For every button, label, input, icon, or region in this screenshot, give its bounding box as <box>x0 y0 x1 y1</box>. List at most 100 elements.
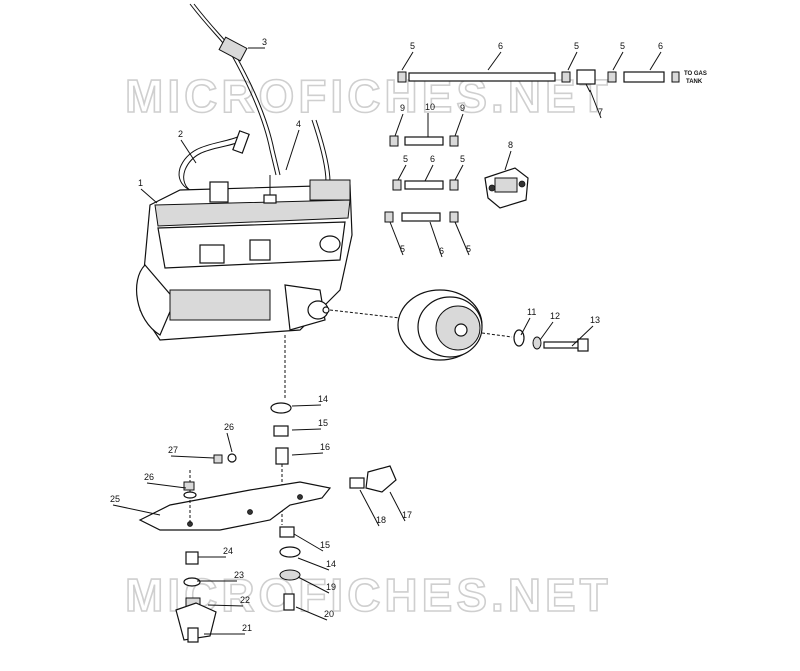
leader-line-c9a <box>394 113 404 137</box>
leader-line-c1 <box>140 188 158 204</box>
callout-c5b: 5 <box>574 41 579 51</box>
callout-c16: 16 <box>320 442 330 452</box>
callout-c26a: 26 <box>224 422 234 432</box>
leader-line-c6b <box>649 51 662 71</box>
callout-c10: 10 <box>425 102 435 112</box>
leader-line-c5c <box>612 51 624 71</box>
leader-line-c26b <box>146 482 187 489</box>
lock-washer <box>532 336 542 350</box>
leader-line-c15a <box>291 428 322 431</box>
leader-line-c20 <box>295 606 328 621</box>
leader-line-c9b <box>454 113 464 137</box>
leader-line-c25 <box>112 504 161 516</box>
engine-mount-stack <box>270 335 301 611</box>
clamp <box>384 211 394 223</box>
leader-line-c5a <box>401 51 414 71</box>
callout-c9b: 9 <box>460 103 465 113</box>
leader-line-c26a <box>226 432 233 453</box>
callout-c19: 19 <box>326 582 336 592</box>
fuel-line-assembly: TO GAS TANK <box>397 69 707 93</box>
leader-line-c15b <box>293 533 324 552</box>
callout-c5d: 5 <box>403 154 408 164</box>
mounting-plate <box>138 481 332 531</box>
callout-c6c: 6 <box>430 154 435 164</box>
callout-c5f: 5 <box>400 244 405 254</box>
callout-c6d: 6 <box>439 246 444 256</box>
clamp <box>449 179 459 191</box>
crankshaft-end <box>284 284 401 331</box>
leader-line-c8 <box>504 150 512 171</box>
leader-line-c7 <box>589 89 602 119</box>
callout-c1: 1 <box>138 178 143 188</box>
to-gas-tank-line1: TO GAS <box>684 71 707 77</box>
callout-c27: 27 <box>168 445 178 455</box>
leader-line-c22 <box>207 604 244 607</box>
callout-c22: 22 <box>240 595 250 605</box>
leader-line-c6c <box>424 164 434 182</box>
to-gas-tank-line2: TANK <box>686 79 703 85</box>
leader-line-c14b <box>297 557 330 571</box>
leader-line-c17 <box>389 491 406 522</box>
callout-c23: 23 <box>234 570 244 580</box>
clamp <box>449 135 459 147</box>
hose <box>401 212 441 222</box>
fuel-pump <box>484 167 529 209</box>
throttle-cable <box>189 3 281 176</box>
callout-c5a: 5 <box>410 41 415 51</box>
leader-line-c5d <box>397 164 407 181</box>
callout-c26b: 26 <box>144 472 154 482</box>
leader-line-c19 <box>297 576 330 594</box>
callout-c5e: 5 <box>460 154 465 164</box>
callout-c15a: 15 <box>318 418 328 428</box>
callout-c12: 12 <box>550 311 560 321</box>
callout-c21: 21 <box>242 623 252 633</box>
leader-line-c27 <box>170 455 215 459</box>
callout-c15b: 15 <box>320 540 330 550</box>
clamp <box>392 179 402 191</box>
leader-line-c5f <box>389 221 404 256</box>
leader-line-c6a <box>487 51 502 71</box>
callout-c14b: 14 <box>326 559 336 569</box>
hose <box>404 136 444 146</box>
callout-c6b: 6 <box>658 41 663 51</box>
leader-line-c18 <box>359 489 380 527</box>
callout-c17: 17 <box>402 510 412 520</box>
callout-c13: 13 <box>590 315 600 325</box>
callout-c9a: 9 <box>400 103 405 113</box>
fitting <box>349 465 397 493</box>
callout-c24: 24 <box>223 546 233 556</box>
callout-c25: 25 <box>110 494 120 504</box>
clamp <box>449 211 459 223</box>
leader-line-c16 <box>291 452 324 456</box>
hose <box>404 180 444 190</box>
leader-line-c5b <box>567 51 578 71</box>
callout-c4: 4 <box>296 119 301 129</box>
clamp <box>389 135 399 147</box>
lower-spacer-stack <box>175 551 217 643</box>
leader-line-c14a <box>291 404 322 407</box>
callout-c3: 3 <box>262 37 267 47</box>
leader-line-c12 <box>539 321 554 341</box>
callout-c6a: 6 <box>498 41 503 51</box>
leader-line-c5e <box>454 164 464 181</box>
callout-c8: 8 <box>508 140 513 150</box>
callout-c11: 11 <box>527 307 536 317</box>
callout-c18: 18 <box>376 515 386 525</box>
leader-line-c11 <box>520 317 531 336</box>
leader-line-c5g <box>454 221 470 256</box>
leader-line-c13 <box>571 325 594 347</box>
callout-c2: 2 <box>178 129 183 139</box>
leader-line-c2 <box>180 139 197 164</box>
callout-c5g: 5 <box>466 244 471 254</box>
bolt-nut-set <box>183 453 237 525</box>
recoil-starter <box>397 289 513 361</box>
callout-c5c: 5 <box>620 41 625 51</box>
callout-c14a: 14 <box>318 394 328 404</box>
callout-c20: 20 <box>324 609 334 619</box>
bolt <box>543 338 589 352</box>
leader-line-c6d <box>429 221 443 258</box>
callout-c7: 7 <box>598 107 603 117</box>
